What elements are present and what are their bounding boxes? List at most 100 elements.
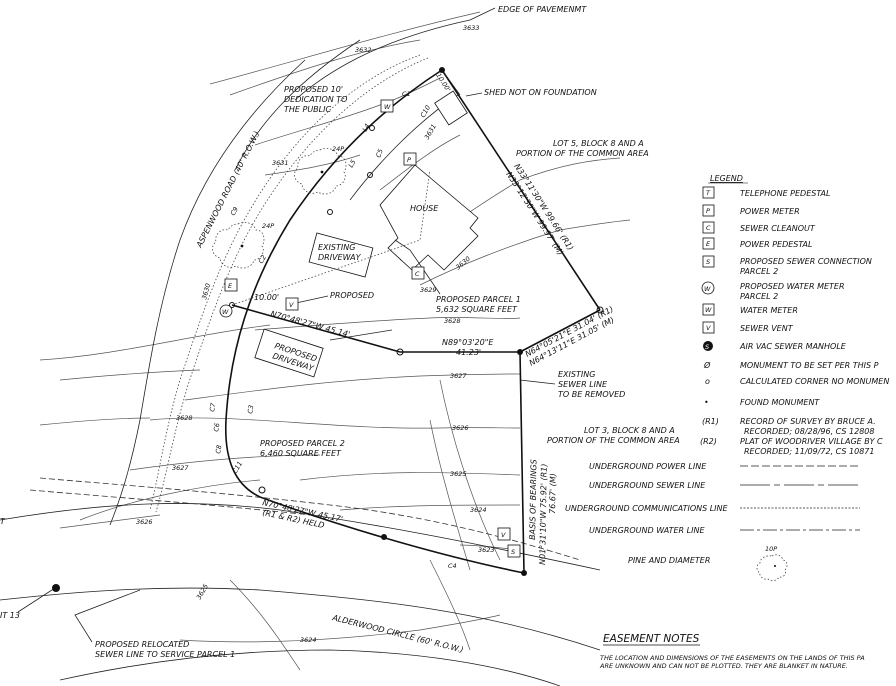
power-pedestal-marker: E: [228, 282, 233, 290]
legend-label: MONUMENT TO BE SET PER THIS P: [740, 361, 879, 370]
existing-driveway-outline: [308, 232, 374, 278]
legend-label: SEWER VENT: [740, 324, 794, 333]
easement-line-1: THE LOCATION AND DIMENSIONS OF THE EASEM…: [600, 654, 865, 662]
bearing-inner-1: N89°03'20"E: [442, 338, 494, 347]
existing-driveway-label-1: EXISTING: [318, 243, 355, 252]
legend-label: POWER METER: [740, 207, 800, 216]
edge-of-pavement-label: EDGE OF PAVEMENMT: [498, 5, 587, 14]
legend-symbol: S: [705, 343, 709, 351]
legend-pine-icon: [756, 554, 788, 582]
lot5-label-1: LOT 5, BLOCK 8 AND A: [553, 139, 644, 148]
existing-sewer-label-2: SEWER LINE: [558, 380, 608, 389]
bearing-ne-1: N64°05'21"E 31.04' (R1): [524, 305, 615, 359]
bearing-east-1: N33°11'30"W 99.66' (R1): [512, 162, 575, 252]
pine-24p-label-a: 24P: [332, 145, 344, 153]
curve-label: C10: [419, 104, 432, 119]
pine-tree-24p-a: [294, 148, 347, 195]
legend-item: V SEWER VENT: [702, 321, 794, 334]
legend-label: WATER METER: [740, 306, 798, 315]
dedication-label-1: PROPOSED 10': [284, 85, 343, 94]
legend-label: SEWER CLEANOUT: [740, 224, 816, 233]
legend-symbol: E: [706, 240, 711, 248]
sewer-vent-marker: V: [289, 301, 294, 309]
legend-label-2: PARCEL 2: [740, 267, 778, 276]
curve-label: C1: [402, 90, 411, 98]
curve-label: C3: [246, 404, 255, 414]
legend-label: POWER PEDESTAL: [740, 240, 812, 249]
legend-symbol: W: [705, 306, 712, 314]
legend-line-label: PINE AND DIAMETER: [628, 556, 710, 565]
contour-label: 3624: [300, 636, 317, 644]
basis-of-bearings-label: BASIS OF BEARINGS: [528, 459, 538, 540]
contour-label: 3627: [172, 464, 189, 472]
power-meter-marker: P: [407, 156, 411, 164]
legend-symbol: Ø: [703, 360, 711, 370]
lot3-label-1: LOT 3, BLOCK 8 AND A: [584, 426, 675, 435]
legend-symbol: P: [706, 207, 710, 215]
legend-item: • FOUND MONUMENT: [704, 398, 820, 407]
parcel2-label-1: PROPOSED PARCEL 2: [260, 439, 345, 448]
legend-symbol: •: [704, 398, 709, 407]
lot3-label-2: PORTION OF THE COMMON AREA: [547, 436, 680, 445]
legend-symbol: (R2): [700, 437, 717, 446]
sewer-connection-marker: S: [511, 548, 515, 556]
curve-label: C7: [208, 402, 218, 413]
legend-item: S PROPOSED SEWER CONNECTION PARCEL 2: [702, 255, 872, 276]
legend-symbol: C: [706, 224, 711, 232]
legend-line-label: UNDERGROUND COMMUNICATIONS LINE: [565, 504, 729, 513]
bearing-inner-2: 41.23': [456, 348, 481, 357]
bearing-west-2: 76.67' (M): [548, 473, 558, 514]
dedication-label-3: THE PUBLIC: [284, 105, 331, 114]
lot5-label-2: PORTION OF THE COMMON AREA: [516, 149, 649, 158]
legend-label: PLAT OF WOODRIVER VILLAGE BY C: [740, 437, 883, 446]
curve-label: L4: [361, 122, 372, 133]
alderwood-circle: [0, 477, 601, 686]
legend-symbol: S: [706, 258, 710, 266]
house-label: HOUSE: [410, 204, 439, 213]
contour-label: 3627: [450, 372, 467, 380]
easement-line-2: ARE UNKNOWN AND CAN NOT BE PLOTTED. THEY…: [599, 662, 848, 670]
contour-label: 3630: [200, 282, 212, 300]
easement-notes: EASEMENT NOTES THE LOCATION AND DIMENSIO…: [599, 633, 865, 670]
legend-item: Ø MONUMENT TO BE SET PER THIS P: [703, 360, 879, 370]
lot13-label: IT 13: [0, 611, 20, 620]
curve-label: C9: [229, 205, 240, 217]
existing-sewer-label-3: TO BE REMOVED: [558, 390, 625, 399]
contour-labels: 3633 3632 3631 3631 3630 3630 3629 3628 …: [136, 24, 495, 644]
curve-label: C6: [212, 422, 221, 432]
shed: [434, 90, 468, 126]
legend-label-2: RECORDED; 08/28/96, CS 12808: [744, 427, 875, 436]
legend-item: (R2) PLAT OF WOODRIVER VILLAGE BY C RECO…: [700, 437, 883, 456]
legend-label: FOUND MONUMENT: [740, 398, 820, 407]
legend-symbol: W: [704, 285, 711, 293]
utility-markers: W P C E V V S W: [219, 99, 521, 558]
contour-label: 3629: [420, 286, 437, 294]
pine-tree-24p-b: [212, 222, 265, 269]
legend-item: W PROPOSED WATER METER PARCEL 2: [701, 281, 845, 301]
legend-line-label: UNDERGROUND SEWER LINE: [589, 481, 706, 490]
curve-label: C5: [374, 148, 384, 159]
contour-label: 3626: [136, 518, 153, 526]
contour-label: 3628: [444, 317, 461, 325]
legend-label: TELEPHONE PEDESTAL: [740, 189, 830, 198]
contour-label: 3631: [423, 123, 438, 141]
contour-label: 3633: [463, 24, 480, 32]
legend-item: T TELEPHONE PEDESTAL: [702, 186, 830, 199]
legend-line-label: UNDERGROUND WATER LINE: [589, 526, 705, 535]
curve-label: C4: [448, 562, 457, 570]
legend-symbol: V: [706, 324, 711, 332]
alderwood-circle-label: ALDERWOOD CIRCLE (60' R.O.W.): [331, 613, 465, 655]
proposed-label: PROPOSED: [330, 291, 374, 300]
contour-label: 3631: [272, 159, 289, 167]
monuments: [52, 67, 604, 592]
parcel2-label-2: 6,460 SQUARE FEET: [260, 449, 342, 458]
legend-item: o CALCULATED CORNER NO MONUMEN: [705, 377, 889, 386]
legend-label-2: RECORDED; 11/09/72, CS 10871: [744, 447, 875, 456]
curve-label: C11: [231, 460, 244, 475]
proposed-water-meter-marker: W: [222, 308, 229, 316]
contour-label: 3626: [452, 424, 469, 432]
sewer-cleanout-marker: C: [415, 270, 420, 278]
shed-label: SHED NOT ON FOUNDATION: [484, 88, 597, 97]
dim-10-left: 10.00': [254, 293, 279, 302]
legend-label: AIR VAC SEWER MANHOLE: [739, 342, 847, 351]
